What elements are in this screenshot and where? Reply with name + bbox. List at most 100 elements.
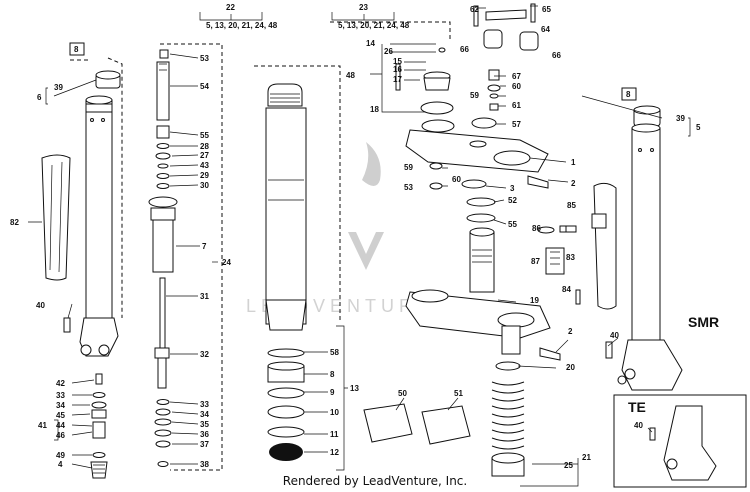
callout-34a: 34 <box>56 401 65 410</box>
callout-15: 15 <box>393 57 402 66</box>
callout-64: 64 <box>541 25 550 34</box>
te-label: TE <box>628 399 646 415</box>
callout-14: 14 <box>366 39 375 48</box>
callout-8a: 8 <box>74 45 79 54</box>
callout-22-sub: 5, 13, 20, 21, 24, 48 <box>206 21 278 30</box>
callout-55b: 55 <box>200 131 209 140</box>
callout-59a: 59 <box>470 91 479 100</box>
callout-box-8c <box>621 87 637 101</box>
callout-23: 23 <box>359 3 368 12</box>
callout-17: 17 <box>393 75 402 84</box>
clamp-risers <box>471 69 501 129</box>
callout-10: 10 <box>330 408 339 417</box>
top-cap-assembly <box>395 47 454 115</box>
callout-48: 48 <box>346 71 355 80</box>
callout-59b: 59 <box>404 163 413 172</box>
callout-18: 18 <box>370 105 379 114</box>
callout-66a: 66 <box>460 45 469 54</box>
callout-54: 54 <box>200 82 209 91</box>
callout-37: 37 <box>200 440 209 449</box>
callout-51: 51 <box>454 389 463 398</box>
callout-21: 21 <box>582 453 591 462</box>
callout-31: 31 <box>200 292 209 301</box>
callout-3: 3 <box>510 184 515 193</box>
callout-23-sub: 5, 13, 20, 21, 24, 48 <box>338 21 410 30</box>
callout-39b: 39 <box>676 114 685 123</box>
callout-46: 46 <box>56 431 65 440</box>
callout-53b: 53 <box>404 183 413 192</box>
callout-53a: 53 <box>200 54 209 63</box>
steering-spring-bearing <box>491 361 525 477</box>
callout-50: 50 <box>398 389 407 398</box>
callout-33b: 33 <box>200 400 209 409</box>
callout-6: 6 <box>37 93 42 102</box>
callout-9: 9 <box>330 388 335 397</box>
callout-34b: 34 <box>200 410 209 419</box>
left-outer-tube <box>79 70 121 357</box>
callout-30: 30 <box>200 181 209 190</box>
callout-26: 26 <box>384 47 393 56</box>
callout-labels: 22 5, 13, 20, 21, 24, 48 23 5, 13, 20, 2… <box>10 3 719 470</box>
callout-22: 22 <box>226 3 235 12</box>
steering-stem-lower-clamp <box>405 227 561 361</box>
callout-66b: 66 <box>552 51 561 60</box>
callout-25: 25 <box>564 461 573 470</box>
callout-83: 83 <box>566 253 575 262</box>
callout-42: 42 <box>56 379 65 388</box>
callout-38: 38 <box>200 460 209 469</box>
callout-62: 62 <box>470 5 479 14</box>
callout-40b: 40 <box>610 331 619 340</box>
callout-32: 32 <box>200 350 209 359</box>
upper-triple-clamp <box>405 119 549 173</box>
callout-60b: 60 <box>452 175 461 184</box>
callout-2a: 2 <box>571 179 576 188</box>
callout-27: 27 <box>200 151 209 160</box>
callout-39a: 39 <box>54 83 63 92</box>
callout-61: 61 <box>512 101 521 110</box>
callout-43: 43 <box>200 161 209 170</box>
callout-11: 11 <box>330 430 339 439</box>
callout-67: 67 <box>512 72 521 81</box>
clamp-bolts <box>429 162 573 234</box>
callout-5: 5 <box>696 123 701 132</box>
callout-35: 35 <box>200 420 209 429</box>
callout-82: 82 <box>10 218 19 227</box>
handlebar-clamp <box>473 3 539 51</box>
callout-28: 28 <box>200 142 209 151</box>
seal-packs <box>363 403 471 445</box>
callout-29: 29 <box>200 171 209 180</box>
callout-41: 41 <box>38 421 47 430</box>
callout-49: 49 <box>56 451 65 460</box>
callout-13: 13 <box>350 384 359 393</box>
callout-60a: 60 <box>512 82 521 91</box>
inner-tube-seals <box>267 348 305 461</box>
callout-7: 7 <box>202 242 207 251</box>
callout-4: 4 <box>58 460 63 469</box>
callout-33a: 33 <box>56 391 65 400</box>
leader-lines <box>28 5 691 487</box>
callout-65: 65 <box>542 5 551 14</box>
callout-8b: 8 <box>330 370 335 379</box>
callout-84: 84 <box>562 285 571 294</box>
callout-85: 85 <box>567 201 576 210</box>
callout-36: 36 <box>200 430 209 439</box>
inner-fork-tube <box>265 83 307 331</box>
callout-45: 45 <box>56 411 65 420</box>
callout-16: 16 <box>393 65 402 74</box>
callout-87: 87 <box>531 257 540 266</box>
left-axle-bolt <box>63 317 71 333</box>
callout-52: 52 <box>508 196 517 205</box>
callout-20: 20 <box>566 363 575 372</box>
callout-8c: 8 <box>626 90 631 99</box>
damper-cartridge <box>148 49 178 467</box>
callout-86: 86 <box>532 224 541 233</box>
callout-40c: 40 <box>634 421 643 430</box>
callout-40a: 40 <box>36 301 45 310</box>
left-damper-hardware <box>90 373 108 479</box>
callout-55: 55 <box>508 220 517 229</box>
smr-label: SMR <box>688 314 719 330</box>
right-fork-guard <box>545 182 617 310</box>
callout-2b: 2 <box>568 327 573 336</box>
callout-1: 1 <box>571 158 576 167</box>
